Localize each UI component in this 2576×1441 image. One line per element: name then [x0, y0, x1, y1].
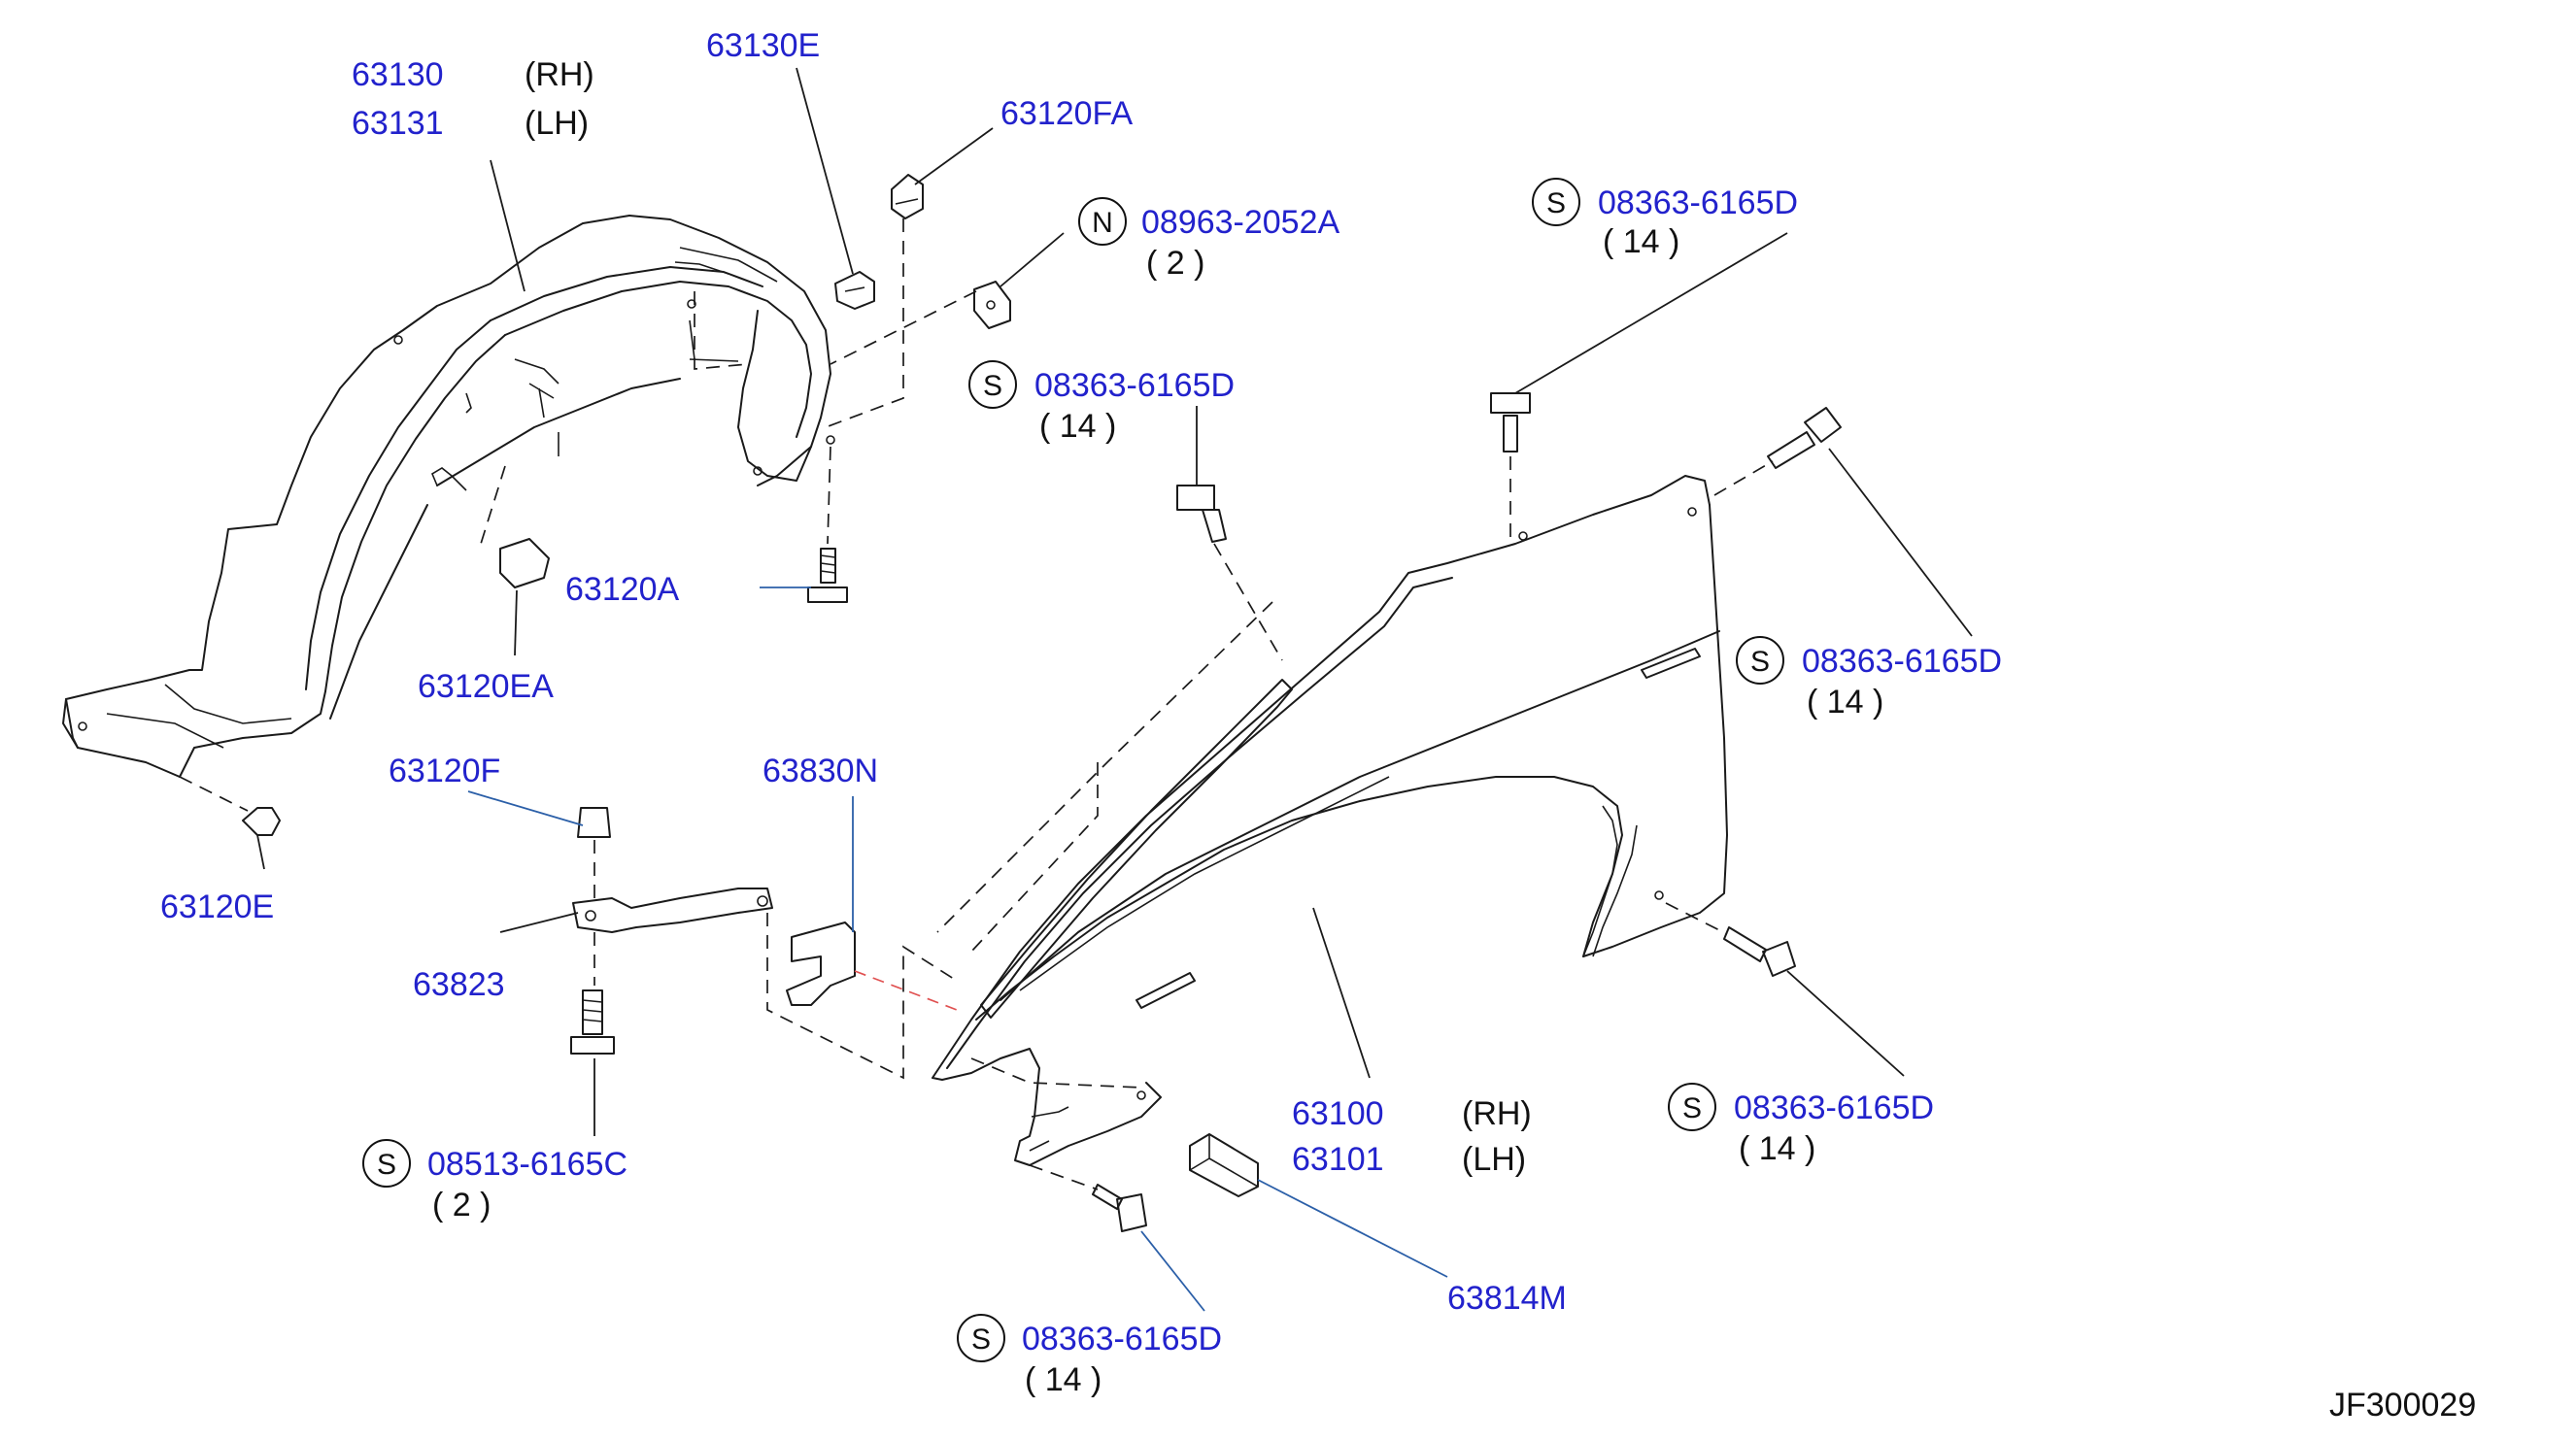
s-symbol-icon-4 [1668, 1083, 1716, 1131]
bolt-s3 [1767, 407, 1842, 469]
s-symbol-icon-1 [1532, 178, 1580, 226]
s-symbol-icon-3 [1736, 636, 1784, 685]
label-63100-side: (RH) [1462, 1095, 1532, 1132]
label-s3: 08363-6165D [1802, 643, 2002, 680]
s-symbol-icon-2 [968, 360, 1017, 409]
label-63101-side: (LH) [1462, 1141, 1526, 1178]
label-63814m: 63814M [1447, 1280, 1567, 1317]
label-s4-qty: ( 14 ) [1739, 1130, 1815, 1167]
label-63120a: 63120A [565, 571, 680, 608]
label-63131-side: (LH) [525, 105, 589, 142]
clip-63120ea [499, 538, 550, 588]
diagram-code: JF300029 [2329, 1387, 2476, 1424]
label-08513: 08513-6165C [427, 1146, 627, 1183]
bolt-s4 [1723, 926, 1796, 977]
label-08513-qty: ( 2 ) [432, 1187, 491, 1223]
fender-protector [62, 215, 835, 778]
bracket-63830n [786, 922, 856, 1006]
label-63130: 63130 [352, 56, 444, 93]
nut-63120fa [891, 174, 924, 219]
label-63120e: 63120E [160, 888, 274, 925]
label-63101: 63101 [1292, 1141, 1384, 1178]
s-symbol-3: S [1750, 646, 1770, 678]
label-08963-qty: ( 2 ) [1146, 245, 1204, 282]
s-symbol-icon-5 [957, 1314, 1005, 1362]
bolt-s5 [1092, 1184, 1147, 1232]
screw-63120a [807, 548, 848, 603]
label-s2: 08363-6165D [1034, 367, 1235, 404]
label-63830n: 63830N [763, 753, 878, 789]
clip-63130e [834, 271, 875, 310]
label-s4: 08363-6165D [1734, 1089, 1934, 1126]
label-s3-qty: ( 14 ) [1807, 684, 1883, 720]
label-63130e: 63130E [706, 27, 820, 64]
label-s1-qty: ( 14 ) [1603, 223, 1679, 260]
clip-63120e [242, 807, 281, 836]
assembly-lines [179, 218, 1774, 1190]
label-s5-qty: ( 14 ) [1025, 1361, 1102, 1398]
label-63120f: 63120F [389, 753, 500, 789]
s-symbol-2: S [983, 370, 1002, 402]
label-s5: 08363-6165D [1022, 1321, 1222, 1357]
label-63130-side: (RH) [525, 56, 594, 93]
block-63814m [1189, 1133, 1259, 1197]
label-63823: 63823 [413, 966, 505, 1003]
front-fender [932, 475, 1728, 1166]
nut-63120f [577, 807, 611, 838]
label-63100: 63100 [1292, 1095, 1384, 1132]
bolt-s1 [1490, 392, 1531, 452]
s-symbol-1: S [1546, 187, 1566, 219]
leader-lines [256, 67, 1973, 1312]
part-labels: 63130 (RH) 63131 (LH) 63130E 63120FA N 0… [160, 27, 2476, 1424]
s-symbol-4: S [1682, 1092, 1702, 1124]
label-63131: 63131 [352, 105, 444, 142]
clip-08963 [973, 281, 1011, 329]
bolt-s2 [1176, 485, 1227, 543]
label-63120ea: 63120EA [418, 668, 554, 705]
s-symbol-5: S [971, 1324, 991, 1356]
bracket-63823 [572, 888, 773, 933]
n-symbol: N [1092, 207, 1113, 239]
bolt-08513 [570, 989, 615, 1055]
label-63120fa: 63120FA [1000, 95, 1133, 132]
s-symbol-icon-6 [362, 1139, 411, 1188]
label-s2-qty: ( 14 ) [1039, 408, 1116, 445]
s-symbol-6: S [377, 1149, 396, 1181]
label-08963: 08963-2052A [1141, 204, 1340, 241]
label-s1: 08363-6165D [1598, 184, 1798, 221]
n-symbol-icon [1078, 197, 1127, 246]
